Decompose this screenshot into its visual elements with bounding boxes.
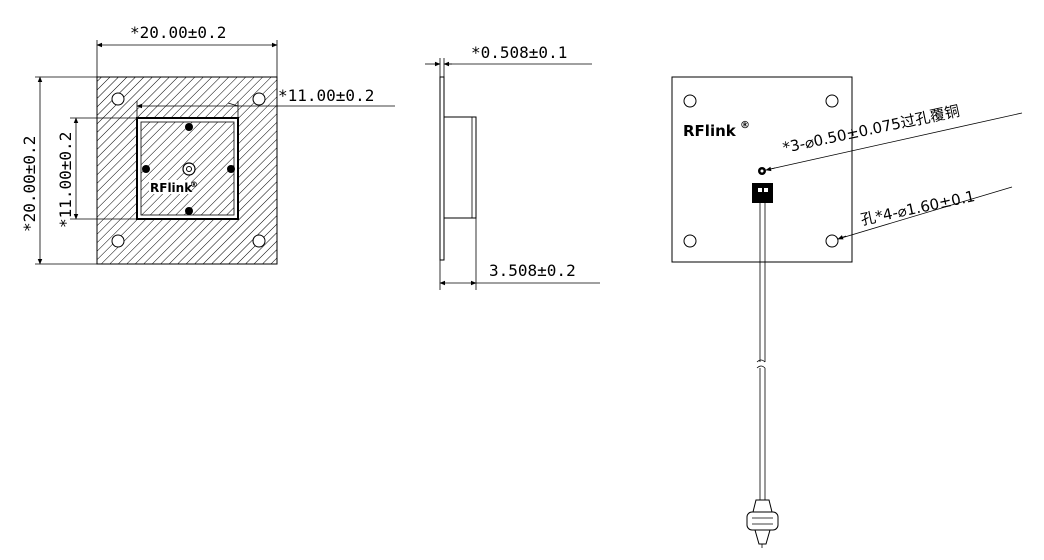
back-logo: RFlink bbox=[683, 122, 737, 140]
front-feed-inner bbox=[186, 166, 192, 172]
back-hole-tl bbox=[683, 94, 697, 108]
dim-inner-height-label: *11.00±0.2 bbox=[56, 132, 75, 228]
front-via-right bbox=[227, 165, 235, 173]
front-logo: RFlink bbox=[150, 181, 193, 195]
cable-plug bbox=[752, 499, 773, 513]
hole-note: 孔*4-⌀1.60±0.1 bbox=[859, 187, 977, 229]
dim-thickness-label: *0.508±0.1 bbox=[471, 43, 567, 62]
back-hole-tr bbox=[825, 94, 839, 108]
dim-total-label: 3.508±0.2 bbox=[489, 261, 576, 280]
side-board bbox=[439, 76, 445, 261]
front-via-top bbox=[185, 123, 193, 131]
dim-width-label: *20.00±0.2 bbox=[130, 23, 226, 42]
back-hole-br bbox=[825, 234, 839, 248]
back-logo-mark: ® bbox=[740, 120, 750, 131]
back-view: RFlink ® *3-⌀0.50±0.075过孔覆铜 孔*4-⌀1.60±0.… bbox=[671, 76, 1023, 548]
front-hole-tl bbox=[111, 92, 125, 106]
side-patch bbox=[443, 116, 477, 219]
back-connector bbox=[752, 183, 773, 203]
front-view: RFlink ® *20.00±0.2 *11.00±0.2 *20.00±0.… bbox=[20, 23, 395, 265]
back-hole-bl bbox=[683, 234, 697, 248]
side-view: *0.508±0.1 3.508±0.2 bbox=[425, 43, 600, 290]
front-hole-bl bbox=[111, 234, 125, 248]
front-logo-mark: ® bbox=[190, 180, 198, 189]
dim-height-label: *20.00±0.2 bbox=[20, 136, 39, 232]
front-via-bottom bbox=[185, 207, 193, 215]
front-hole-tr bbox=[252, 92, 266, 106]
front-via-left bbox=[142, 165, 150, 173]
front-hole-br bbox=[252, 234, 266, 248]
dim-inner-width-label: *11.00±0.2 bbox=[278, 86, 374, 105]
